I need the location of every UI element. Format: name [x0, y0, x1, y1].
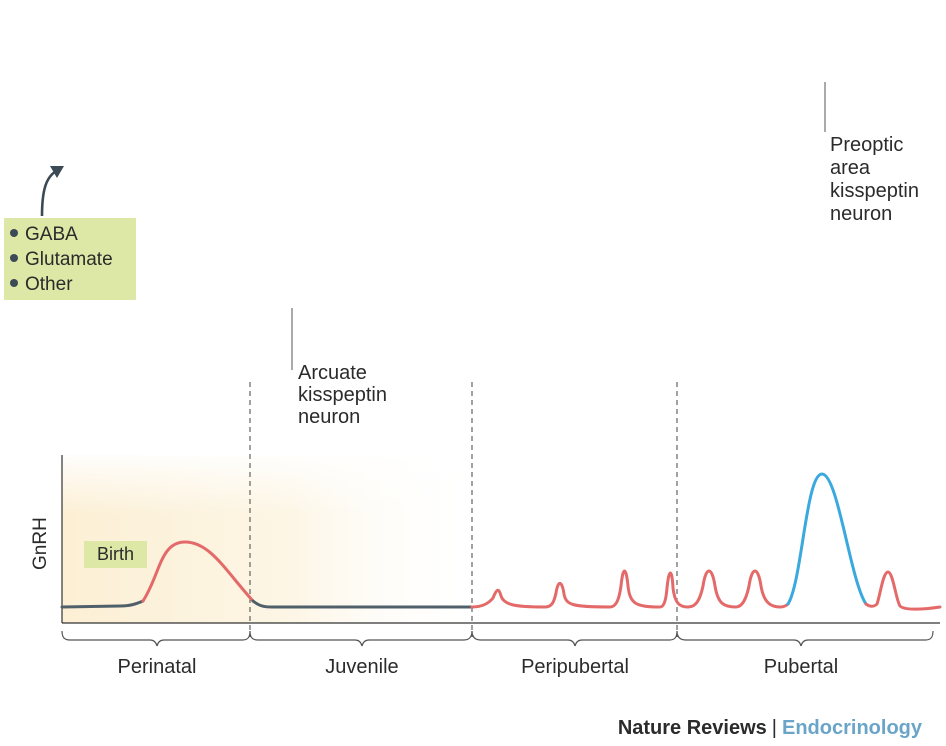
arcuate-label: Arcuate kisspeptin neuron	[298, 362, 393, 428]
bullet-icon	[10, 278, 18, 287]
legend-item-other-label: Other	[25, 274, 73, 295]
stage-labels: Perinatal Juvenile Peripubertal Pubertal	[118, 656, 839, 678]
bracket-pubertal	[676, 630, 934, 647]
input-arrow	[40, 166, 64, 217]
trace-peripubertal-pulses	[470, 569, 690, 609]
legend-item-gaba-label: GABA	[25, 224, 78, 245]
arcuate-label-line-1: Arcuate	[298, 362, 367, 384]
bracket-perinatal	[61, 630, 251, 647]
y-axis-label: GnRH	[30, 517, 51, 570]
gnrh-trace	[60, 472, 942, 611]
preoptic-label-line-3: kisspeptin	[830, 180, 919, 202]
trace-preovulatory-surge	[786, 472, 868, 606]
trace-pubertal-pulses	[686, 569, 790, 609]
trace-perinatal-activation	[141, 540, 255, 603]
legend-item-other: Other	[10, 274, 73, 296]
arcuate-label-line-2: kisspeptin	[298, 384, 387, 406]
trace-juvenile-quiescence	[251, 599, 474, 609]
stage-label-juvenile: Juvenile	[325, 656, 398, 678]
legend-item-glutamate: Glutamate	[10, 249, 113, 271]
journal-name: Nature Reviews	[617, 717, 767, 739]
stage-label-peripubertal: Peripubertal	[521, 656, 629, 678]
stage-label-perinatal: Perinatal	[118, 656, 197, 678]
bracket-juvenile	[249, 630, 473, 647]
legend-item-gaba: GABA	[10, 224, 78, 246]
gnrh-axis: GnRH	[30, 455, 940, 624]
preoptic-label-line-1: Preoptic	[830, 134, 903, 156]
bullet-icon	[10, 228, 18, 237]
birth-label: Birth	[84, 541, 147, 568]
preoptic-label-line-2: area	[830, 157, 871, 179]
bracket-peripubertal	[471, 630, 678, 647]
arcuate-label-line-3: neuron	[298, 406, 360, 428]
neurotransmitter-legend: GABA Glutamate Other	[4, 218, 136, 300]
developmental-background-band	[62, 455, 482, 623]
bullet-icon	[10, 253, 18, 262]
stage-dividers	[249, 382, 678, 637]
stage-brackets	[61, 630, 934, 647]
trace-post-surge	[864, 570, 942, 611]
journal-subject: Endocrinology	[782, 717, 922, 739]
preoptic-label-line-4: neuron	[830, 203, 892, 225]
stage-label-pubertal: Pubertal	[764, 656, 839, 678]
credit-separator: |	[771, 717, 777, 739]
journal-credit: Nature Reviews|Endocrinology	[618, 717, 922, 740]
preoptic-label: Preoptic area kisspeptin neuron	[830, 134, 925, 225]
legend-item-glutamate-label: Glutamate	[25, 249, 113, 270]
trace-neonatal-baseline	[60, 599, 145, 609]
